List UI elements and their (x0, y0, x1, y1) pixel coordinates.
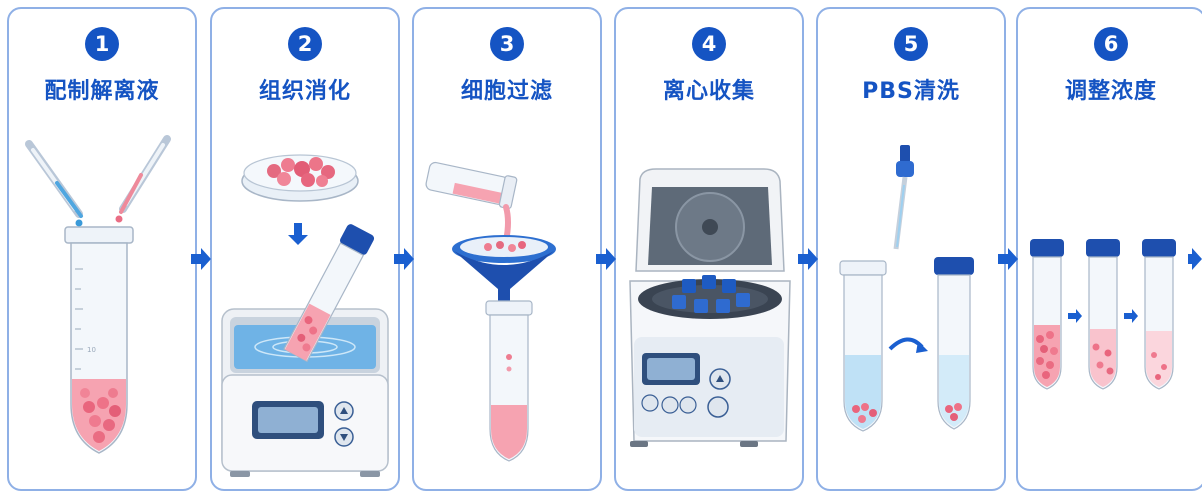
pipette-icon (25, 140, 83, 227)
dissociation-solution-illustration: 10 (25, 135, 171, 454)
step-title: 配制解离液 (44, 79, 160, 104)
step-number-badge: 6 (1094, 27, 1128, 61)
step-panel-5: 5 PBS清洗 (816, 7, 1006, 491)
conical-tube-icon (425, 161, 518, 210)
funnel-filter-icon (452, 235, 556, 305)
arrow-right-icon (191, 248, 211, 270)
step-panel-2: 2 组织消化 (210, 7, 400, 491)
pipette-icon (115, 135, 171, 223)
step-title: 组织消化 (258, 79, 351, 104)
step-number-badge: 5 (894, 27, 928, 61)
step-title: 离心收集 (662, 79, 755, 104)
step-number-badge: 2 (288, 27, 322, 61)
arrow-right-icon (916, 341, 928, 353)
conical-tube-icon (934, 257, 974, 430)
petri-dish-icon (241, 154, 359, 202)
step-title: PBS清洗 (862, 79, 960, 104)
conical-tube-icon (283, 224, 375, 363)
step-panel-1: 1 配制解离液 (7, 7, 197, 491)
step-panel-4: 4 离心收集 (614, 7, 804, 491)
step-number-badge: 3 (490, 27, 524, 61)
step-number-badge: 4 (692, 27, 726, 61)
step-panel-6: 6 调整浓度 (1016, 7, 1202, 491)
arrow-right-icon (596, 248, 616, 270)
arrow-right-icon (394, 248, 414, 270)
step-panel-3: 3 细胞过滤 (412, 7, 602, 491)
arrow-right-icon (1188, 248, 1202, 270)
pbs-wash-illustration (839, 145, 974, 432)
step-title: 调整浓度 (1064, 79, 1157, 104)
tissue-digestion-illustration (221, 154, 389, 477)
adjust-concentration-illustration (1030, 239, 1176, 390)
conical-tube-icon (1030, 239, 1064, 390)
conical-tube-icon (485, 300, 533, 462)
arrow-right-icon (1124, 309, 1138, 323)
conical-tube-icon: 10 (64, 226, 134, 454)
centrifuge-icon (629, 168, 791, 447)
centrifuge-illustration (629, 168, 791, 447)
cell-filtering-illustration (425, 161, 556, 462)
conical-tube-icon (1142, 239, 1176, 390)
tube-tick-label: 10 (87, 346, 96, 354)
conical-tube-icon (839, 260, 887, 432)
conical-tube-icon (1086, 239, 1120, 390)
step-number-badge: 1 (85, 27, 119, 61)
arrow-right-icon (998, 248, 1018, 270)
pipette-icon (893, 145, 914, 250)
arrow-right-icon (1068, 309, 1082, 323)
step-title: 细胞过滤 (460, 79, 553, 104)
arrow-right-icon (798, 248, 818, 270)
arrow-down-icon (288, 223, 308, 245)
